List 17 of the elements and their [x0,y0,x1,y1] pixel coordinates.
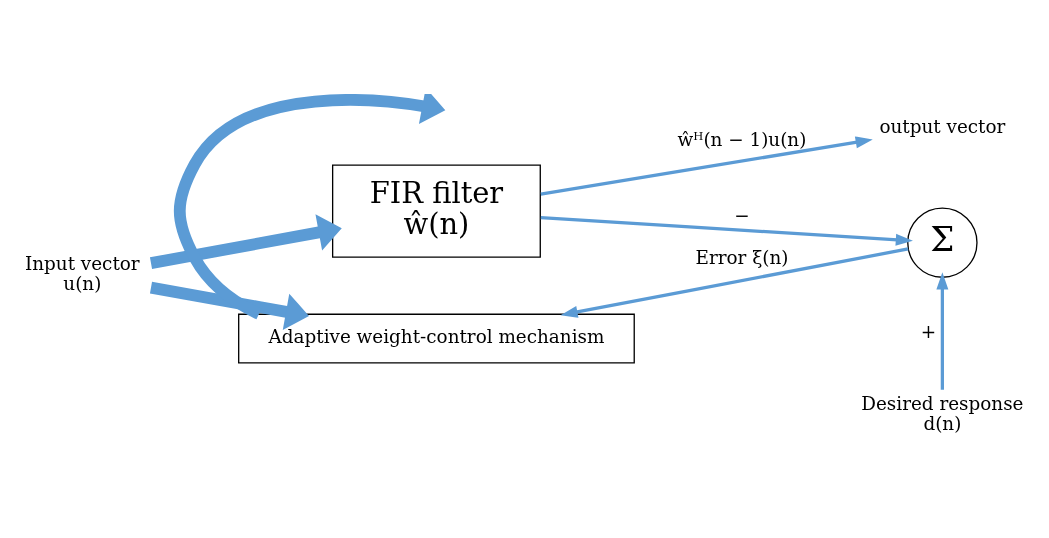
edge-label: ŵᴴ(n − 1)u(n) [677,128,807,150]
node-box: FIR filter ŵ(n) [332,163,541,258]
arrow [936,271,949,390]
node-text: Desired response d(n) [861,392,1024,433]
arrow [540,215,913,246]
arrow [560,246,909,318]
node-circle: Σ [907,206,978,278]
node-box: Adaptive weight-control mechanism [238,313,635,364]
node-text: output vector [879,115,1006,137]
arrow [173,93,446,319]
arrow [149,213,342,269]
edge-label: Error ξ(n) [695,246,789,268]
edge-label: + [920,320,937,342]
edge-label: − [734,204,750,226]
arrow [540,135,873,196]
arrow [149,281,309,330]
node-text: Input vector u(n) [24,252,140,294]
